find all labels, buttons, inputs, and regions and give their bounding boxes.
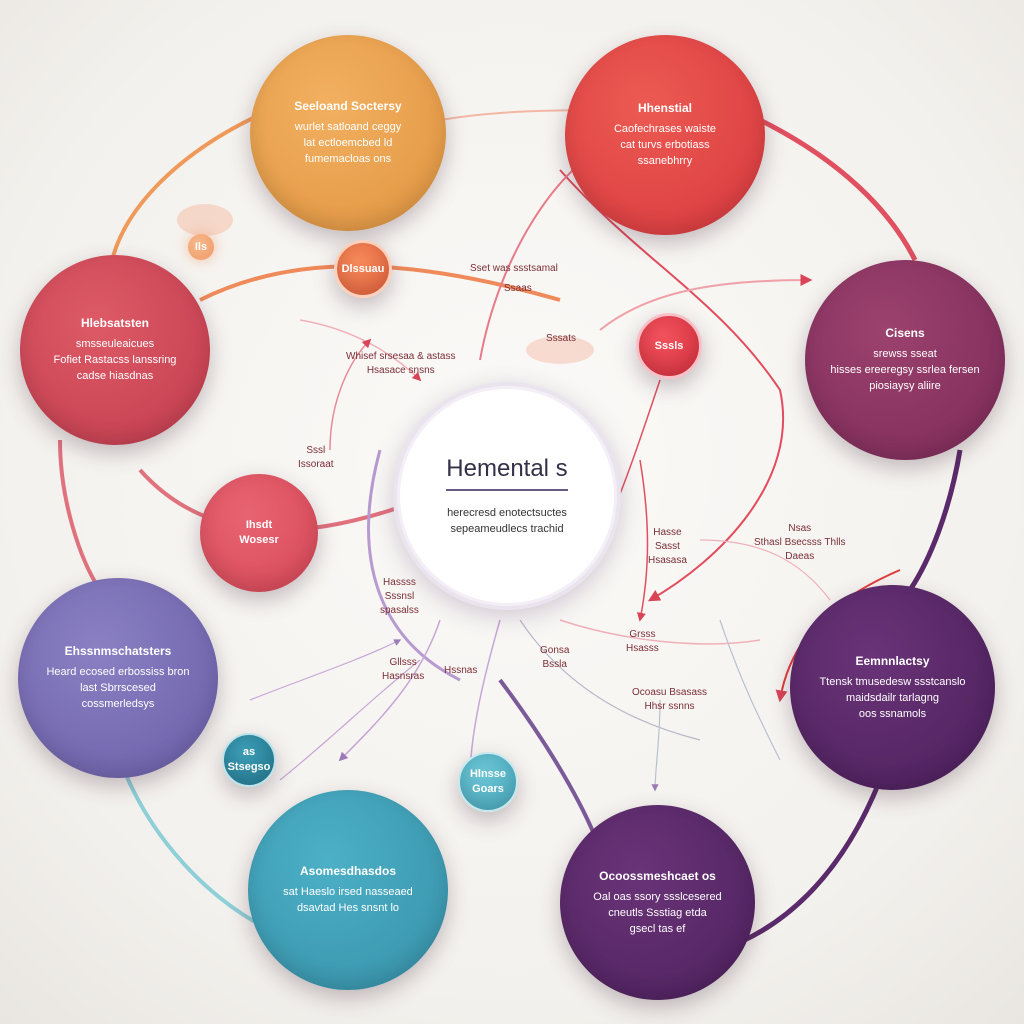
small-node-label: Dlssuau	[341, 262, 385, 275]
small-node-label: Hlnsse	[469, 768, 507, 780]
node-line: cadse hiasdnas	[76, 370, 154, 382]
floating-label: Hassss Sssnsl spasalss	[380, 577, 419, 616]
node-bottom-left[interactable]: Ehssnmschatsters Heard ecosed erbossiss …	[18, 578, 218, 778]
curve-thin-4	[559, 619, 761, 645]
node-right[interactable]: Cisens srewss sseat hisses ereeregsy ssr…	[805, 260, 1005, 460]
curve-thin-13	[719, 619, 781, 761]
ring-arc-orange	[108, 108, 271, 271]
node-line: smsseuleaicues	[75, 338, 155, 350]
small-node-label: Stsegso	[227, 761, 271, 773]
node-top-right[interactable]: Hhenstial Caofechrases waiste cat turvs …	[565, 35, 765, 235]
small-node-label: Goars	[472, 783, 504, 795]
glow-accent	[526, 336, 594, 364]
floating-label: Grsss Hsasss	[626, 629, 659, 654]
curve-purple-down	[367, 449, 461, 682]
small-node-label: Wosesr	[239, 534, 279, 546]
node-line: maidsdailr tarlagng	[846, 691, 939, 704]
ring-arc-teal	[118, 759, 271, 932]
node-line: cat turvs erbotiass	[620, 139, 710, 151]
node-line: Heard ecosed erbossiss bron	[46, 666, 190, 678]
small-node[interactable]: as Stsegso	[222, 733, 276, 787]
node-line: oos ssnamols	[858, 707, 927, 720]
node-line: cneutls Ssstiag etda	[608, 906, 707, 919]
curve-thin-9	[279, 659, 421, 781]
node-line: Fofiet Rastacss lanssring	[53, 354, 177, 366]
small-node-label: as	[242, 746, 256, 758]
node-title: Cisens	[885, 326, 925, 340]
center-hub[interactable]: Hemental s herecresd enotectsuctes sepea…	[393, 382, 621, 610]
floating-label: Gonsa Bssla	[540, 645, 570, 670]
node-line: sat Haeslo irsed nasseaed	[283, 886, 413, 898]
node-line: hisses ereeregsy ssrlea fersen	[830, 364, 980, 376]
floating-label: Ocoasu Bsasass Hhsr ssnns	[632, 687, 708, 712]
small-node[interactable]: Ils	[188, 234, 214, 260]
center-line: sepeameudlecs trachid	[450, 523, 564, 535]
small-node-label: Ils	[194, 240, 208, 253]
center-line: herecresd enotectsuctes	[447, 507, 567, 519]
floating-label: Sssats	[546, 333, 577, 344]
small-node[interactable]: Sssls	[636, 313, 702, 379]
node-line: gsecl tas ef	[629, 922, 686, 935]
ring-arc-red	[758, 117, 918, 262]
ring-arc-pink-left	[58, 439, 102, 592]
floating-label: Sssl Issoraat	[298, 445, 334, 470]
node-title: Asomesdhasdos	[299, 864, 397, 878]
node-bottom-center-right[interactable]: Ocoossmeshcaet os Oal oas ssory ssslcese…	[560, 805, 755, 1000]
curve-thin-2	[329, 338, 372, 451]
node-title: Hlebsatsten	[80, 316, 150, 330]
floating-label: Sset was ssstsamal	[470, 263, 558, 274]
node-line: piosiaysy aliire	[869, 380, 941, 392]
small-node[interactable]: Dlssuau	[334, 240, 392, 298]
node-title: Hhenstial	[637, 101, 692, 115]
small-node[interactable]: Hlnsse Goars	[458, 752, 518, 812]
curve-red-right	[559, 169, 785, 602]
ring-arc-purple-right	[907, 449, 963, 592]
node-line: Oal oas ssory ssslcesered	[593, 890, 722, 903]
node-line: wurlet satloand ceggy	[294, 121, 402, 133]
curve-thin-3	[636, 459, 649, 622]
curve-thin-12	[651, 699, 661, 792]
curve-thin-11	[699, 539, 831, 601]
curve-thin-1	[299, 319, 422, 382]
floating-label: Hssnas	[444, 665, 478, 676]
node-top-left[interactable]: Seeloand Soctersy wurlet satloand ceggy …	[250, 35, 446, 231]
node-line: cossmerledsys	[81, 698, 155, 710]
node-title: Seeloand Soctersy	[294, 99, 402, 113]
floating-label: Gllsss Hasnsras	[382, 657, 425, 682]
node-left[interactable]: Hlebsatsten smsseuleaicues Fofiet Rastac…	[20, 255, 210, 445]
curve-purple-diag	[498, 678, 602, 851]
glow-accent	[177, 204, 233, 236]
node-title: Ehssnmschatsters	[64, 644, 172, 658]
node-line: Caofechrases waiste	[613, 123, 717, 135]
node-bottom-center-left[interactable]: Asomesdhasdos sat Haeslo irsed nasseaed …	[248, 790, 448, 990]
node-title: Ocoossmeshcaet os	[599, 868, 716, 883]
node-line: dsavtad Hes snsnt lo	[296, 902, 400, 914]
small-node-label: Ihsdt	[245, 519, 273, 531]
curve-thin-5	[338, 619, 441, 762]
curve-thin-8	[249, 639, 402, 701]
small-node-label: Sssls	[654, 339, 684, 352]
node-line: fumemacloas ons	[304, 153, 392, 165]
node-title: Eemnnlactsy	[855, 653, 930, 668]
floating-label: Ssaas	[504, 283, 532, 294]
curve-red-up	[599, 274, 813, 331]
node-bottom-right[interactable]: Eemnnlactsy Ttensk tmusedesw ssstcanslo …	[790, 585, 995, 790]
node-line: srewss sseat	[873, 348, 937, 360]
node-line: Ttensk tmusedesw ssstcanslo	[819, 675, 966, 688]
floating-label: Nsas Sthasl Bsecsss Thlls Daeas	[754, 523, 846, 562]
floating-label: Whisef srsesaa & astass Hsasace snsns	[346, 351, 456, 376]
node-line: last Sbrrscesed	[80, 682, 156, 694]
node-line: lat ectloemcbed ld	[303, 137, 393, 149]
node-line: ssanebhrry	[637, 155, 693, 167]
small-node[interactable]: Ihsdt Wosesr	[200, 474, 318, 592]
curve-thin-7	[519, 619, 701, 741]
floating-label: Hasse Sasst Hsasasa	[648, 527, 687, 566]
center-title: Hemental s	[446, 455, 568, 491]
